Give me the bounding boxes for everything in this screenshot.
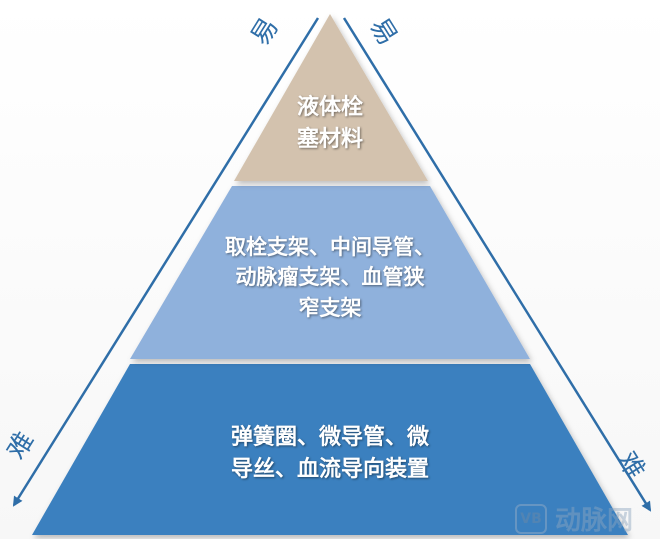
- tier-top-line-1: 液体栓: [296, 95, 363, 120]
- tier-middle-shape: [130, 186, 530, 359]
- tier-middle-label: 取栓支架、中间导管、 动脉瘤支架、血管狭 窄支架: [180, 232, 480, 323]
- tier-middle-line-2: 动脉瘤支架、血管狭: [235, 265, 425, 290]
- watermark-logo: VB: [515, 503, 547, 534]
- watermark-text: 动脉网: [555, 506, 634, 536]
- tier-bottom-shape: [32, 364, 628, 535]
- tier-middle-line-1: 取栓支架、中间导管、: [225, 235, 435, 259]
- tier-top-line-2: 塞材料: [296, 126, 363, 152]
- tier-bottom-line-1: 弹簧圈、微导管、微: [230, 425, 429, 450]
- tier-bottom-line-2: 导丝、血流导向装置: [230, 456, 429, 482]
- tier-top-label: 液体栓 塞材料: [270, 92, 390, 156]
- tier-bottom-label: 弹簧圈、微导管、微 导丝、血流导向装置: [170, 422, 490, 486]
- watermark: VB 动脉网: [515, 500, 633, 537]
- tier-middle-line-3: 窄支架: [298, 295, 362, 320]
- right-difficulty-arrow: [342, 17, 652, 512]
- tier-top-shape: [234, 14, 428, 181]
- left-difficulty-arrow: [12, 17, 320, 507]
